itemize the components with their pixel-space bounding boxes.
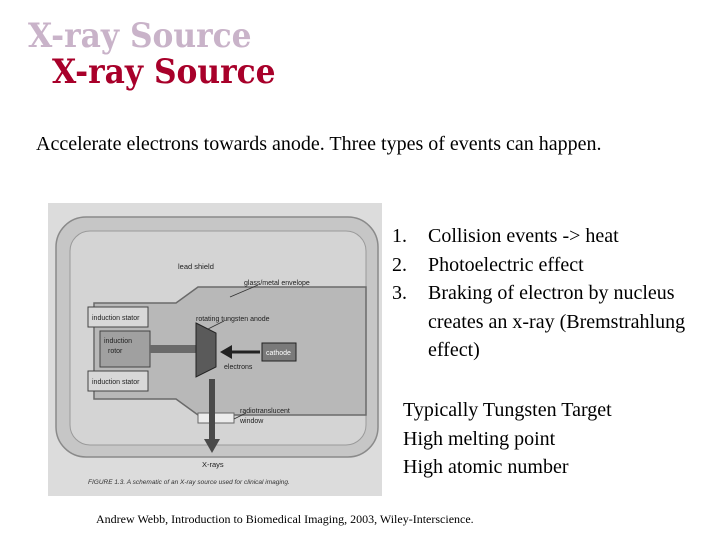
- cathode-shape: [261, 342, 297, 362]
- label-stator-bottom: induction stator: [92, 379, 140, 386]
- xray-beam-head: [204, 439, 220, 453]
- label-xrays: X-rays: [202, 460, 224, 469]
- stator-bottom-shape: [87, 370, 149, 392]
- label-window-line1: radiotranslucent: [240, 408, 290, 415]
- fact-line: High melting point: [403, 427, 556, 450]
- window-shape: [197, 412, 235, 424]
- label-cathode: cathode: [266, 350, 291, 357]
- list-item-number: 2.: [392, 253, 407, 276]
- anode-leader: [207, 320, 225, 330]
- citation: Andrew Webb, Introduction to Biomedical …: [96, 512, 474, 526]
- label-envelope: glass/metal envelope: [244, 280, 310, 287]
- slide-title-shadow: X-ray Source: [28, 16, 252, 56]
- anode-shape: [195, 322, 217, 378]
- events-list: 1. Collision events -> heat 2. Photoelectr…: [392, 222, 692, 365]
- list-item-text: Photoelectric effect: [428, 253, 584, 276]
- slide-title-area: X-ray Source X-ray Source: [22, 10, 282, 100]
- intro-text: Accelerate electrons towards anode. Thre…: [36, 133, 602, 155]
- rotor-shaft: [150, 345, 196, 353]
- fact-line: High atomic number: [403, 456, 569, 478]
- label-anode: rotating tungsten anode: [196, 316, 270, 323]
- electron-arrow-head: [220, 345, 232, 359]
- list-item: 1. Collision events -> heat: [392, 222, 692, 251]
- xray-tube-schematic: lead shield glass/metal envelope inducti…: [55, 216, 379, 486]
- list-item: 3. Braking of electron by nucleus creates…: [392, 279, 692, 365]
- label-window-line2: window: [239, 418, 264, 425]
- stator-top-shape: [87, 306, 149, 328]
- envelope-leader: [229, 284, 259, 298]
- slide-title: X-ray Source: [52, 52, 276, 92]
- label-rotor-line2: rotor: [108, 348, 123, 355]
- list-item-text: Braking of electron by nucleus creates a…: [428, 282, 686, 361]
- list-item: 2. Photoelectric effect: [392, 251, 692, 280]
- window-leader: [233, 412, 247, 420]
- list-item-number: 1.: [392, 225, 407, 247]
- list-item-text: Collision events -> heat: [428, 225, 619, 247]
- fact-line: Typically Tungsten Target: [403, 399, 612, 421]
- xray-tube-figure: lead shield glass/metal envelope inducti…: [48, 203, 382, 496]
- label-stator-top: induction stator: [92, 315, 140, 322]
- list-item-number: 3.: [392, 282, 407, 304]
- label-rotor-line1: induction: [104, 338, 132, 345]
- label-lead-shield: lead shield: [178, 262, 214, 271]
- label-electrons: electrons: [224, 364, 253, 371]
- figure-caption: FIGURE 1.3. A schematic of an X-ray sour…: [88, 479, 290, 486]
- target-facts: Typically Tungsten Target High melting p…: [403, 396, 612, 482]
